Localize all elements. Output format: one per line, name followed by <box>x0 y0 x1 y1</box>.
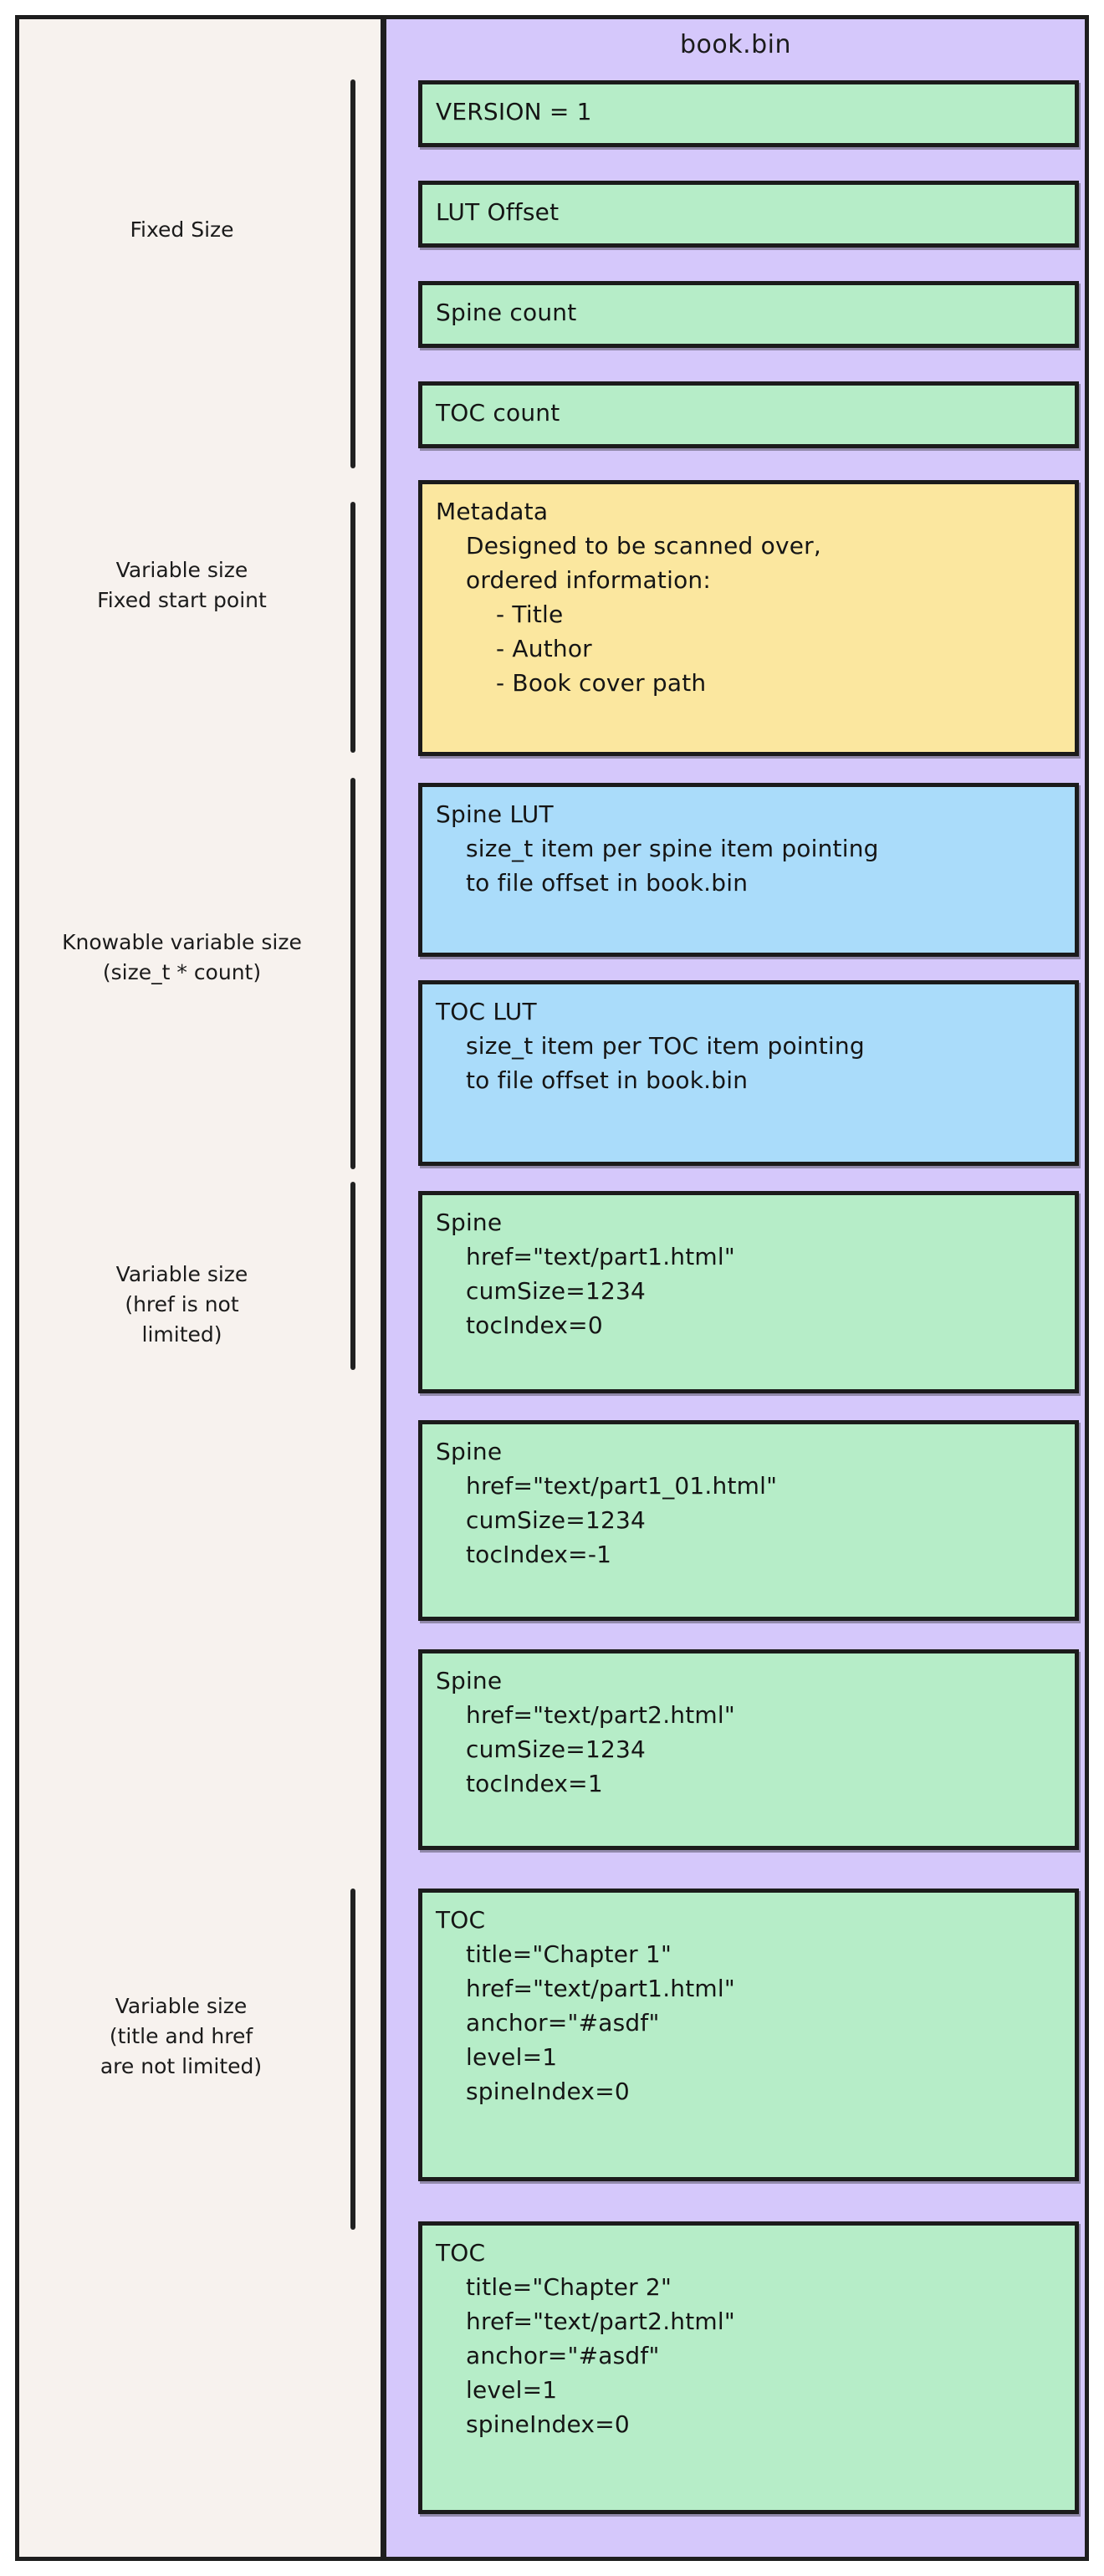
block-spine-2: Spine href="text/part1_01.html" cumSize=… <box>418 1420 1079 1621</box>
block-line: Spine LUT <box>436 800 554 828</box>
group-label-variable-size-fixed-start: Variable size Fixed start point <box>25 539 339 631</box>
bracket-variable-size-title-href <box>350 1889 355 2230</box>
block-line: VERSION = 1 <box>436 98 592 125</box>
block-line: to file offset in book.bin <box>466 1066 749 1094</box>
block-line: Designed to be scanned over, <box>466 532 821 560</box>
block-spine-lut: Spine LUT size_t item per spine item poi… <box>418 783 1079 957</box>
group-label-line: are not limited) <box>100 2054 263 2078</box>
group-label-line: Fixed start point <box>97 588 267 612</box>
block-version: VERSION = 1 <box>418 80 1079 147</box>
block-line: Spine <box>436 1438 503 1465</box>
block-line: - Author <box>496 635 592 662</box>
file-title: book.bin <box>679 30 792 59</box>
group-label-line: (title and href <box>109 2024 253 2048</box>
block-line: href="text/part2.html" <box>466 1701 735 1729</box>
block-line: href="text/part2.html" <box>466 2308 735 2335</box>
group-label-variable-size-title-href: Variable size (title and href are not li… <box>20 1974 342 2099</box>
block-line: - Book cover path <box>496 669 707 697</box>
block-line: tocIndex=0 <box>466 1311 603 1339</box>
block-line: spineIndex=0 <box>466 2410 630 2438</box>
block-line: TOC <box>436 1906 486 1934</box>
group-label-knowable-variable-size: Knowable variable size (size_t * count) <box>17 912 347 1004</box>
block-toc-lut: TOC LUT size_t item per TOC item pointin… <box>418 980 1079 1166</box>
group-label-fixed-size: Fixed Size <box>25 192 339 268</box>
group-label-variable-size-href: Variable size (href is not limited) <box>25 1242 339 1367</box>
block-line: level=1 <box>466 2043 558 2071</box>
block-line: cumSize=1234 <box>466 1277 647 1305</box>
block-spine-3: Spine href="text/part2.html" cumSize=123… <box>418 1649 1079 1850</box>
block-line: ordered information: <box>466 566 711 594</box>
block-lut-offset: LUT Offset <box>418 181 1079 248</box>
group-label-line: Variable size <box>115 558 248 582</box>
block-line: - Title <box>496 601 564 628</box>
group-label-line: (size_t * count) <box>102 960 262 984</box>
block-line: to file offset in book.bin <box>466 869 749 897</box>
block-metadata: Metadata Designed to be scanned over, or… <box>418 480 1079 756</box>
block-line: tocIndex=1 <box>466 1770 603 1797</box>
bracket-fixed-size <box>350 79 355 468</box>
block-line: anchor="#asdf" <box>466 2009 660 2037</box>
block-line: cumSize=1234 <box>466 1735 647 1763</box>
block-line: cumSize=1234 <box>466 1506 647 1534</box>
block-line: href="text/part1_01.html" <box>466 1472 778 1500</box>
block-line: LUT Offset <box>436 198 560 226</box>
group-label-line: limited) <box>141 1322 222 1347</box>
group-label-line: Variable size <box>115 1994 248 2018</box>
block-toc-1: TOC title="Chapter 1" href="text/part1.h… <box>418 1889 1079 2181</box>
block-line: href="text/part1.html" <box>466 1243 735 1270</box>
block-line: Spine <box>436 1667 503 1694</box>
block-line: anchor="#asdf" <box>466 2342 660 2369</box>
block-line: Spine count <box>436 299 577 326</box>
block-spine-count: Spine count <box>418 281 1079 348</box>
block-line: level=1 <box>466 2376 558 2404</box>
block-line: href="text/part1.html" <box>466 1975 735 2002</box>
bracket-knowable-variable-size <box>350 778 355 1169</box>
block-line: size_t item per TOC item pointing <box>466 1032 865 1060</box>
block-line: size_t item per spine item pointing <box>466 835 879 862</box>
annotations-panel <box>15 15 385 2561</box>
block-spine-1: Spine href="text/part1.html" cumSize=123… <box>418 1191 1079 1393</box>
block-line: TOC LUT <box>436 998 537 1025</box>
block-toc-count: TOC count <box>418 381 1079 448</box>
block-line: Spine <box>436 1209 503 1236</box>
bracket-variable-size-href <box>350 1182 355 1370</box>
block-line: tocIndex=-1 <box>466 1541 612 1568</box>
block-line: TOC <box>436 2239 486 2267</box>
group-label-line: (href is not <box>125 1292 239 1316</box>
block-toc-2: TOC title="Chapter 2" href="text/part2.h… <box>418 2221 1079 2514</box>
group-label-line: Variable size <box>115 1262 248 1286</box>
block-line: spineIndex=0 <box>466 2078 630 2105</box>
bracket-variable-fixed-start <box>350 502 355 753</box>
group-label-line: Fixed Size <box>130 217 234 242</box>
block-line: TOC count <box>436 399 560 427</box>
block-line: title="Chapter 2" <box>466 2273 672 2301</box>
group-label-line: Knowable variable size <box>62 930 302 954</box>
block-line: Metadata <box>436 498 549 525</box>
block-line: title="Chapter 1" <box>466 1940 672 1968</box>
